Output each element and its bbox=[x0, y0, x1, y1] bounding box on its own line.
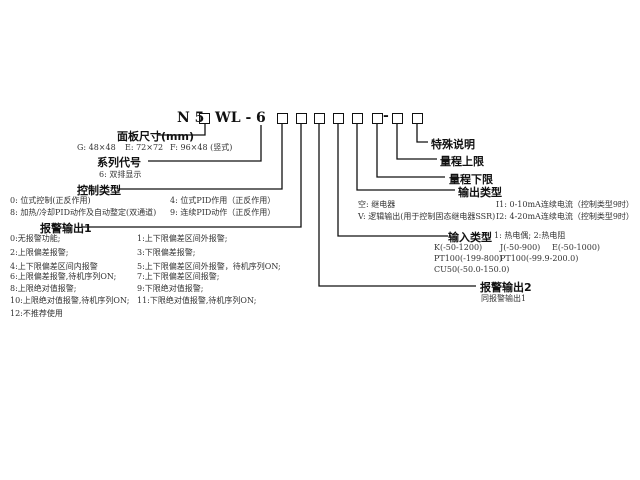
code-box-alarm2 bbox=[314, 113, 325, 124]
alarm1-option: 9:下限绝对值报警; bbox=[137, 284, 204, 293]
control-option: 0: 位式控制(正反作用) bbox=[10, 196, 91, 205]
series-option: 6: 双排显示 bbox=[99, 170, 142, 179]
output-option: V: 逻辑输出(用于控制固态继电器SSR) bbox=[358, 212, 496, 221]
input-option: E(-50-1000) bbox=[552, 243, 601, 252]
code-box-panel bbox=[199, 113, 210, 124]
input-option: K(-50-1200) bbox=[434, 243, 483, 252]
control-option: 4: 位式PID作用（正反作用） bbox=[170, 196, 276, 205]
alarm1-option: 11:下限绝对值报警,待机序列ON; bbox=[137, 296, 257, 305]
input-option: PT100(-99.9-200.0) bbox=[500, 254, 579, 263]
range-high-title: 量程上限 bbox=[440, 155, 484, 168]
alarm1-option: 0:无报警功能; bbox=[10, 234, 61, 243]
input-title: 输入类型 bbox=[448, 231, 492, 244]
control-option: 8: 加热/冷却PID动作及自动整定(双通道) bbox=[10, 208, 157, 217]
alarm1-option: 5:上下限偏差区间外报警，待机序列ON; bbox=[137, 262, 281, 271]
code-box-special bbox=[412, 113, 423, 124]
input-note: 1: 热电偶; 2:热电阻 bbox=[494, 231, 566, 240]
alarm1-option: 12:不推荐使用 bbox=[10, 309, 63, 318]
code-dash: - bbox=[383, 108, 389, 124]
alarm1-option: 4:上下限偏差区间内报警 bbox=[10, 262, 98, 271]
panel-option: E: 72×72 bbox=[125, 143, 164, 152]
input-option: CU50(-50.0-150.0) bbox=[434, 265, 510, 274]
code-box-range-high bbox=[392, 113, 403, 124]
alarm1-title: 报警输出1 bbox=[40, 222, 92, 235]
panel-title: 面板尺寸(mm) bbox=[117, 130, 194, 143]
output-option: I1: 0-10mA连续电流（控制类型9时） bbox=[496, 200, 634, 209]
series-title: 系列代号 bbox=[97, 156, 141, 169]
alarm2-title: 报警输出2 bbox=[480, 281, 532, 294]
input-option: J(-50-900) bbox=[500, 243, 541, 252]
panel-option: F: 96×48 (竖式) bbox=[170, 143, 233, 152]
alarm2-note: 同报警输出1 bbox=[481, 294, 527, 303]
alarm1-option: 10:上限绝对值报警,待机序列ON; bbox=[10, 296, 130, 305]
control-title: 控制类型 bbox=[77, 184, 121, 197]
output-option: I2: 4-20mA连续电流（控制类型9时） bbox=[496, 212, 634, 221]
code-box-input bbox=[333, 113, 344, 124]
alarm1-option: 3:下限偏差报警; bbox=[137, 248, 196, 257]
code-mid: WL - bbox=[215, 110, 252, 126]
alarm1-option: 6:上限偏差报警,待机序列ON; bbox=[10, 272, 117, 281]
code-box-range-low bbox=[372, 113, 383, 124]
output-option: 空: 继电器 bbox=[358, 200, 396, 209]
code-box-control bbox=[277, 113, 288, 124]
panel-option: G: 48×48 bbox=[77, 143, 116, 152]
alarm1-option: 1:上下限偏差区间外报警; bbox=[137, 234, 228, 243]
code-box-output bbox=[352, 113, 363, 124]
output-title: 输出类型 bbox=[458, 186, 502, 199]
input-option: PT100(-199-800) bbox=[434, 254, 503, 263]
control-option: 9: 连续PID动作（正反作用） bbox=[170, 208, 276, 217]
alarm1-option: 2:上限偏差报警; bbox=[10, 248, 69, 257]
model-code: N 5 bbox=[177, 110, 204, 126]
code-box-alarm1 bbox=[296, 113, 307, 124]
code-series: 6 bbox=[256, 110, 266, 126]
range-low-title: 量程下限 bbox=[449, 173, 493, 186]
alarm1-option: 7:上下限偏差区间报警; bbox=[137, 272, 220, 281]
code-prefix: N 5 bbox=[177, 110, 205, 126]
special-title: 特殊说明 bbox=[431, 138, 475, 151]
alarm1-option: 8:上限绝对值报警; bbox=[10, 284, 77, 293]
